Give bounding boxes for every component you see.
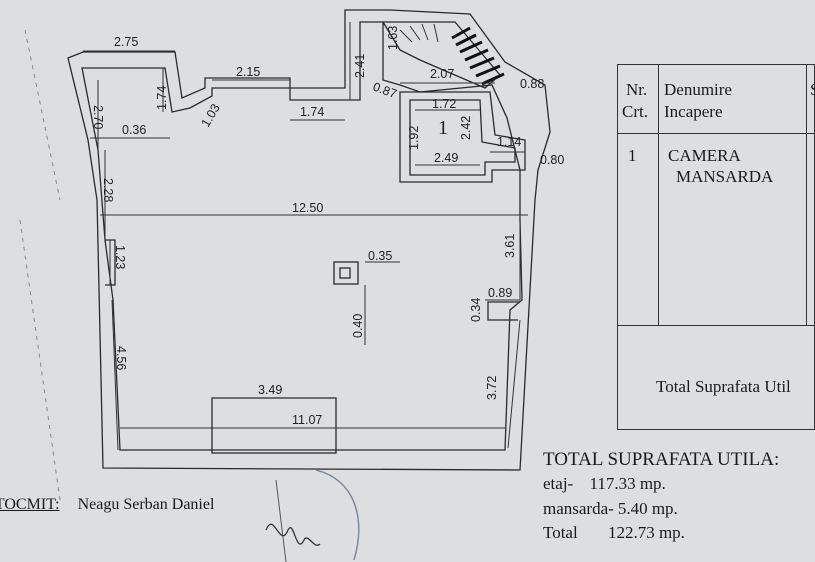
dim-label: 1.74 <box>155 86 169 110</box>
column-marker <box>333 261 359 285</box>
etaj-label: etaj- <box>543 474 574 493</box>
header-nr: Nr. <box>626 80 648 99</box>
dim-label: 2.07 <box>430 67 454 81</box>
dim-label: 2.15 <box>236 65 260 79</box>
mansarda-label: mansarda- <box>543 499 614 518</box>
outer-wall <box>67 9 551 471</box>
header-crt: Crt. <box>622 102 648 121</box>
dim-label: 0.89 <box>488 286 512 300</box>
dim-label: 0.36 <box>122 123 146 137</box>
dim-label: 2.42 <box>459 116 473 140</box>
row1-name-line2: MANSARDA <box>676 167 774 186</box>
dim-label: 1.23 <box>113 245 127 269</box>
total-label: Total <box>543 523 578 542</box>
dim-label: 2.28 <box>101 178 115 202</box>
stair-hatch <box>451 26 505 86</box>
dim-label: 1.14 <box>497 135 521 149</box>
dim-label: 4.56 <box>114 346 128 370</box>
dim-label: 0.40 <box>351 314 365 338</box>
dim-label: 0.80 <box>540 153 564 167</box>
stair-outline <box>381 21 501 89</box>
dim-label: 2.49 <box>434 151 458 165</box>
author-line: ÎNTOCMIT: Neagu Serban Daniel <box>0 496 214 514</box>
dim-label: 1.74 <box>300 105 324 119</box>
dim-label: 2.70 <box>91 105 105 129</box>
dim-label: 12.50 <box>292 201 323 215</box>
dim-label: 2.75 <box>114 35 138 49</box>
etaj-value: 117.33 mp. <box>589 474 666 493</box>
summary-etaj: etaj- 117.33 mp. <box>543 472 666 495</box>
right-niche <box>487 301 520 321</box>
summary-total: Total 122.73 mp. <box>543 521 685 544</box>
header-incapere: Incapere <box>664 102 723 121</box>
table-header-row <box>618 65 814 134</box>
room-number: 1 <box>438 117 448 139</box>
author-label: ÎNTOCMIT: <box>0 496 60 513</box>
room-1-wall <box>399 91 526 183</box>
table-total-label: Total Suprafata Util <box>656 377 791 396</box>
dim-label: 0.35 <box>368 249 392 263</box>
dim-label: 1.03 <box>198 101 222 129</box>
dim-label: 1.63 <box>386 26 400 50</box>
dim-label: 11.07 <box>292 413 322 427</box>
dim-label: 2.41 <box>353 54 367 78</box>
inner-wall <box>81 21 523 451</box>
rooms-table: Nr. Crt. Denumire Incapere S 1 CAMERA MA… <box>617 64 815 430</box>
header-col3: S <box>810 80 815 99</box>
row1-nr: 1 <box>628 146 637 165</box>
summary-mansarda: mansarda-5.40 mp. <box>543 497 678 520</box>
summary-title: TOTAL SUPRAFATA UTILA: <box>543 449 780 470</box>
mansarda-value: 5.40 mp. <box>617 499 678 518</box>
header-denumire: Denumire <box>664 80 732 99</box>
row1-name-line1: CAMERA <box>668 146 741 165</box>
table-total-row: Total Suprafata Util <box>618 325 814 430</box>
room-1-inner <box>409 99 516 176</box>
dim-label: 0.88 <box>520 77 544 91</box>
total-value: 122.73 mp. <box>607 523 685 542</box>
dim-label: 1.92 <box>407 126 421 150</box>
dim-label: 3.72 <box>485 376 499 400</box>
dim-label: 0.34 <box>469 298 483 322</box>
dim-label: 3.61 <box>503 234 517 258</box>
dim-label: 1.72 <box>432 97 456 111</box>
author-name: Neagu Serban Daniel <box>77 496 215 513</box>
stamp-signature <box>265 470 360 562</box>
dim-label: 3.49 <box>258 383 282 397</box>
